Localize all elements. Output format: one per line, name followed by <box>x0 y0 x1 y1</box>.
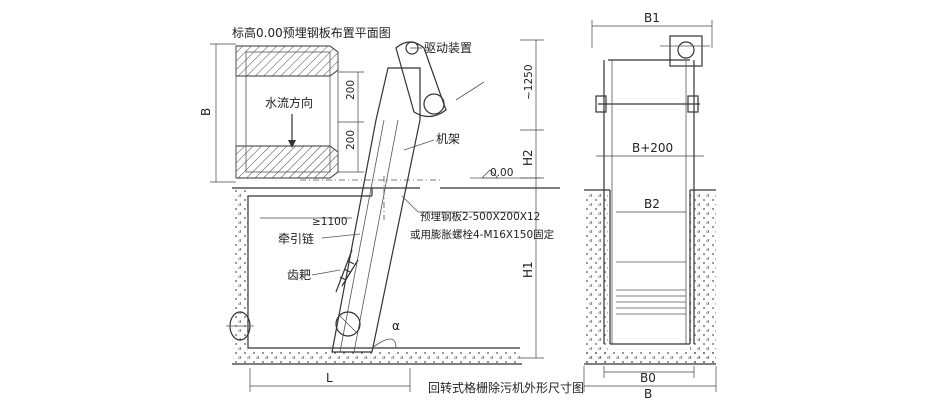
side-elevation: α 驱动装置 机架 预埋钢板2-500X200X12 或用膨胀螺栓4-M16X1… <box>226 39 584 395</box>
elevation-label: 0.00 <box>490 167 513 179</box>
rake-teeth <box>335 249 359 293</box>
bottom-sprocket <box>335 311 361 337</box>
embedded-plate-top <box>235 45 339 77</box>
dim-200-lower: 200 <box>345 130 357 150</box>
frame-label: 机架 <box>436 132 460 146</box>
flow-direction-label: 水流方向 <box>265 95 313 110</box>
dim-B-front: B <box>644 387 652 401</box>
dim-L: L <box>326 371 333 385</box>
bolt-label: 或用膨胀螺栓4-M16X150固定 <box>410 228 555 241</box>
drive-label: 驱动装置 <box>424 41 472 55</box>
dim-H2: H2 <box>521 149 535 166</box>
plate-label: 预埋钢板2-500X200X12 <box>420 210 540 223</box>
chain-label: 牵引链 <box>278 231 314 246</box>
dim-H1: H1 <box>521 261 535 278</box>
rake-label: 齿耙 <box>287 268 311 282</box>
dim-B-plus-200: B+200 <box>632 141 673 155</box>
dim-1250: ~1250 <box>523 64 535 100</box>
plan-title: 标高0.00预埋钢板布置平面图 <box>232 25 391 40</box>
dim-B-plan: B <box>199 108 213 116</box>
dim-B1: B1 <box>644 11 660 25</box>
angle-alpha: α <box>392 319 400 333</box>
dim-B2: B2 <box>644 197 660 211</box>
embedded-plate-bottom <box>235 145 339 179</box>
front-elevation: B1 B+200 B2 <box>583 11 717 401</box>
inclined-frame <box>331 67 421 353</box>
plan-view: 标高0.00预埋钢板布置平面图 B 水流方向 200 200 <box>199 25 391 183</box>
drawing-caption: 回转式格栅除污机外形尺寸图 <box>428 380 584 395</box>
dim-B0: B0 <box>640 371 656 385</box>
dim-200-upper: 200 <box>345 80 357 100</box>
plan-channel-outline <box>245 51 331 173</box>
dim-min-1100: ≥1100 <box>312 216 348 228</box>
drive-head <box>395 41 447 118</box>
